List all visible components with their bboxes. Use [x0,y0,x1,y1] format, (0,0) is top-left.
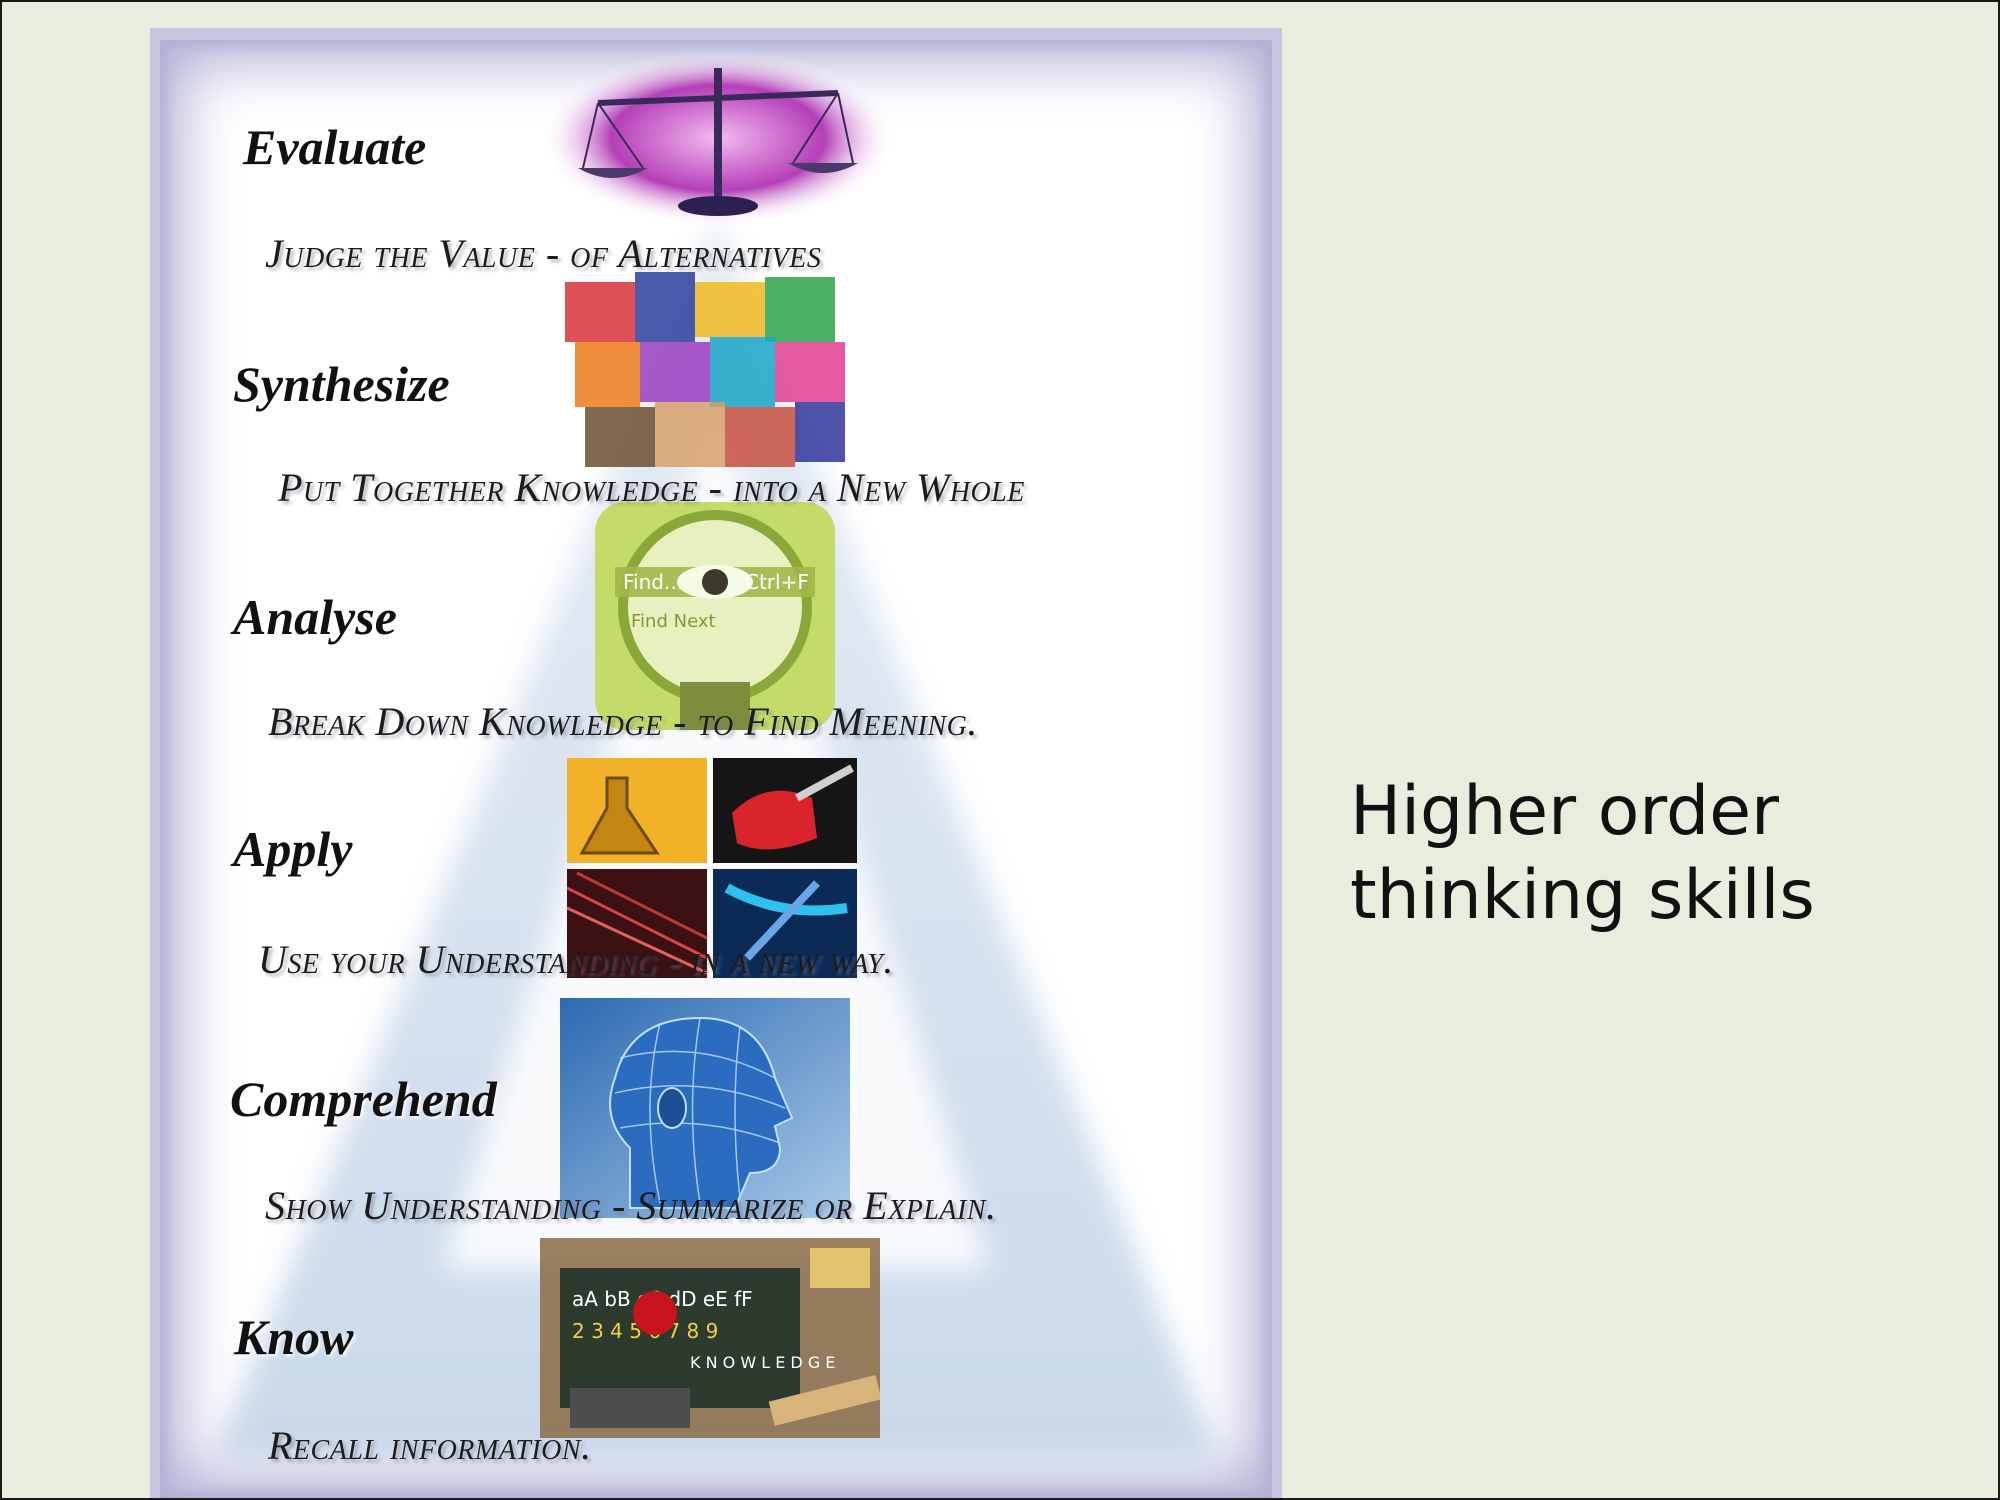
analyse-find-next-label: Find Next [631,611,716,632]
scales-of-justice-icon [538,48,898,228]
level-desc-comprehend: Show Understanding - Summarize or Explai… [265,1183,997,1228]
slide-title-line-2: thinking skills [1350,856,1815,935]
slide-title-line-1: Higher order [1350,772,1780,851]
level-desc-apply: Use your Understanding - in a new way. [258,937,894,982]
analyse-shortcut-label: Ctrl+F [745,570,809,594]
level-title-evaluate: Evaluate [243,119,427,175]
puzzle-hands-icon [555,262,865,487]
analyse-find-label: Find... [623,570,683,594]
know-word-label: K N O W L E D G E [690,1353,835,1372]
level-title-comprehend: Comprehend [230,1071,497,1127]
level-desc-analyse: Break Down Knowledge - to Find Meening. [268,699,978,744]
poster-panel: Find... Ctrl+F Find Next [160,40,1272,1498]
level-title-apply: Apply [233,821,353,877]
level-desc-synthesize: Put Together Knowledge - into a New Whol… [278,465,1025,510]
level-desc-evaluate: Judge the Value - of Alternatives [265,231,822,276]
knowledge-collage-icon: aA bB cC dD eE fF 2 3 4 5 6 7 8 9 K N O … [540,1238,880,1438]
level-desc-know: Recall information. [268,1423,592,1468]
bloom-taxonomy-poster: Find... Ctrl+F Find Next [150,28,1282,1498]
slide-title: Higher order thinking skills [1350,770,1950,938]
level-title-analyse: Analyse [233,589,397,645]
magnifier-eye-icon: Find... Ctrl+F Find Next [595,502,835,730]
applied-science-collage-icon [567,758,857,978]
level-title-synthesize: Synthesize [233,356,450,412]
level-title-know: Know [234,1309,354,1365]
wireframe-head-icon [560,998,850,1218]
